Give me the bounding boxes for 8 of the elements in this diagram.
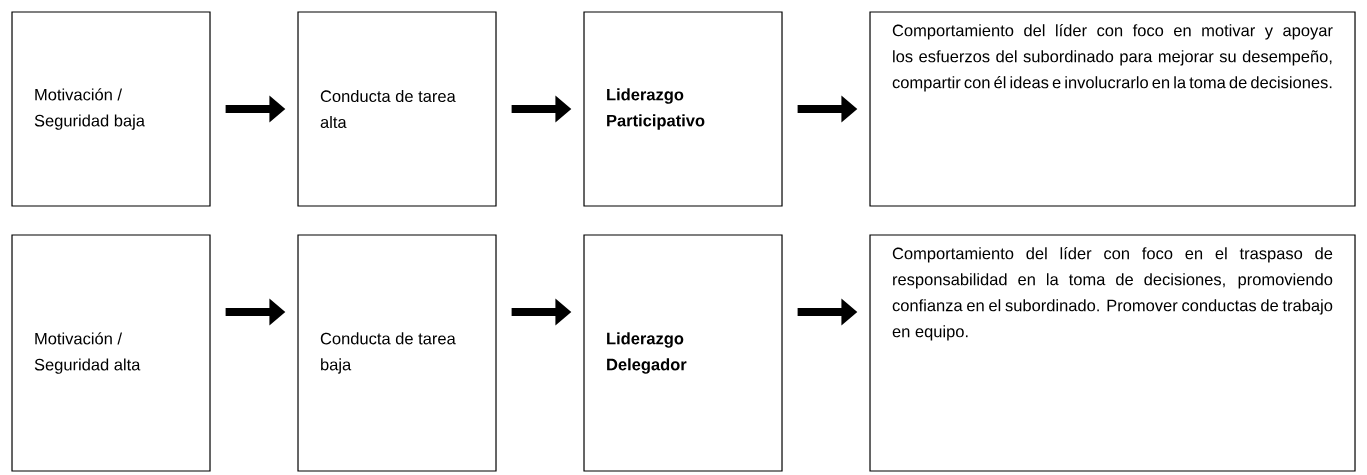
text-box: Liderazgo Participativo bbox=[583, 11, 783, 207]
text-box: Conducta de tarea alta bbox=[297, 11, 497, 207]
text-box: Conducta de tarea baja bbox=[297, 234, 497, 472]
text-box: Liderazgo Delegador bbox=[583, 234, 783, 472]
text-box: Comportamiento del líder con foco en motivar y apoyar los esfuerzos del subordinado para mejorar su desempeño, compartir con él ideas e involucrarlo en la toma de decisiones. bbox=[869, 11, 1356, 207]
text-box: Comportamiento del líder con foco en el traspaso de responsabilidad en la toma de decisiones, promoviendo confianza en el subordinado. Promover conductas de trabajo en equipo. bbox=[869, 234, 1356, 472]
text-box: Motivación / Seguridad baja bbox=[11, 11, 211, 207]
text-box: Motivación / Seguridad alta bbox=[11, 234, 211, 472]
